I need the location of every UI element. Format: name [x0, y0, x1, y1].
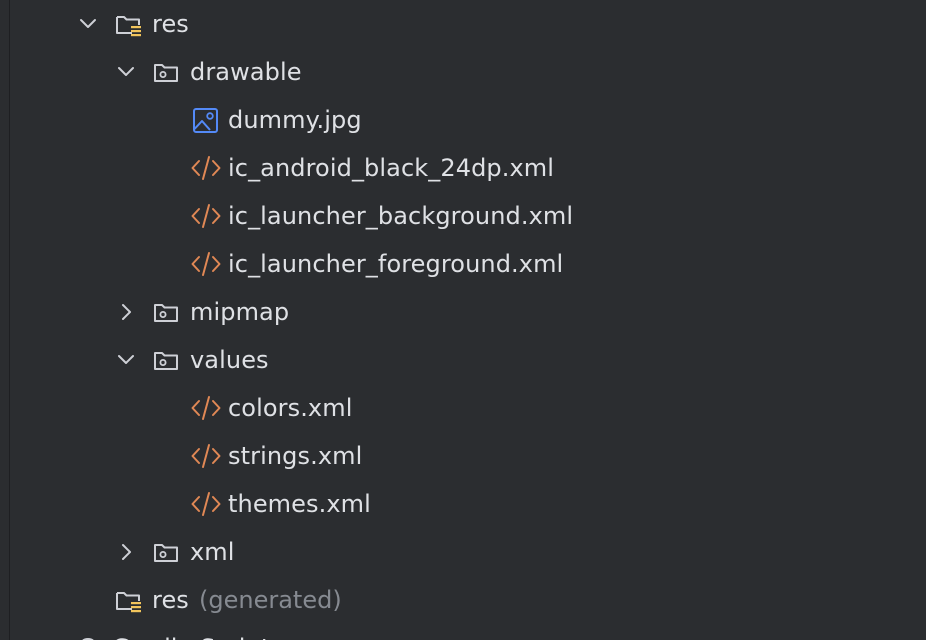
tree-node-label: res: [152, 586, 189, 614]
image-file-icon: [190, 104, 222, 136]
tree-node-suffix: (generated): [199, 586, 342, 614]
chevron-right-icon[interactable]: [110, 296, 142, 328]
chevron-down-icon[interactable]: [110, 56, 142, 88]
resource-folder-icon: [112, 8, 144, 40]
folder-icon: [150, 56, 182, 88]
tree-node-label: themes.xml: [228, 490, 371, 518]
xml-file-icon: [190, 152, 222, 184]
tree-node-res-generated[interactable]: res (generated): [0, 576, 926, 624]
tree-node-ic-android-black-24dp-xml[interactable]: ic_android_black_24dp.xml: [0, 144, 926, 192]
tree-node-label: colors.xml: [228, 394, 353, 422]
tree-node-dummy-jpg[interactable]: dummy.jpg: [0, 96, 926, 144]
tree-node-label: ic_launcher_foreground.xml: [228, 250, 564, 278]
tree-node-colors-xml[interactable]: colors.xml: [0, 384, 926, 432]
tree-node-label: ic_launcher_background.xml: [228, 202, 574, 230]
panel-divider: [9, 0, 10, 640]
tree-node-xml[interactable]: xml: [0, 528, 926, 576]
tree-node-drawable[interactable]: drawable: [0, 48, 926, 96]
xml-file-icon: [190, 248, 222, 280]
xml-file-icon: [190, 392, 222, 424]
tree-node-label: xml: [190, 538, 235, 566]
chevron-down-icon[interactable]: [72, 8, 104, 40]
tree-node-res[interactable]: res: [0, 0, 926, 48]
tree-node-mipmap[interactable]: mipmap: [0, 288, 926, 336]
tree-node-gradle-scripts[interactable]: Gradle Scripts: [0, 624, 926, 640]
folder-icon: [150, 296, 182, 328]
tree-node-ic-launcher-foreground-xml[interactable]: ic_launcher_foreground.xml: [0, 240, 926, 288]
chevron-down-icon[interactable]: [110, 344, 142, 376]
xml-file-icon: [190, 200, 222, 232]
resource-folder-icon: [112, 584, 144, 616]
folder-icon: [150, 344, 182, 376]
tree-node-label: values: [190, 346, 269, 374]
tree-node-label: ic_android_black_24dp.xml: [228, 154, 555, 182]
gradle-icon: [72, 632, 104, 640]
xml-file-icon: [190, 488, 222, 520]
tree-node-label: mipmap: [190, 298, 290, 326]
tree-node-label: drawable: [190, 58, 302, 86]
tree-node-label: dummy.jpg: [228, 106, 362, 134]
tree-node-label: res: [152, 10, 189, 38]
tree-node-values[interactable]: values: [0, 336, 926, 384]
folder-icon: [150, 536, 182, 568]
chevron-right-icon[interactable]: [110, 536, 142, 568]
tree-node-ic-launcher-background-xml[interactable]: ic_launcher_background.xml: [0, 192, 926, 240]
tree-node-themes-xml[interactable]: themes.xml: [0, 480, 926, 528]
tree-node-label: Gradle Scripts: [112, 624, 283, 640]
tree-node-label: strings.xml: [228, 442, 363, 470]
xml-file-icon: [190, 440, 222, 472]
tree-node-strings-xml[interactable]: strings.xml: [0, 432, 926, 480]
